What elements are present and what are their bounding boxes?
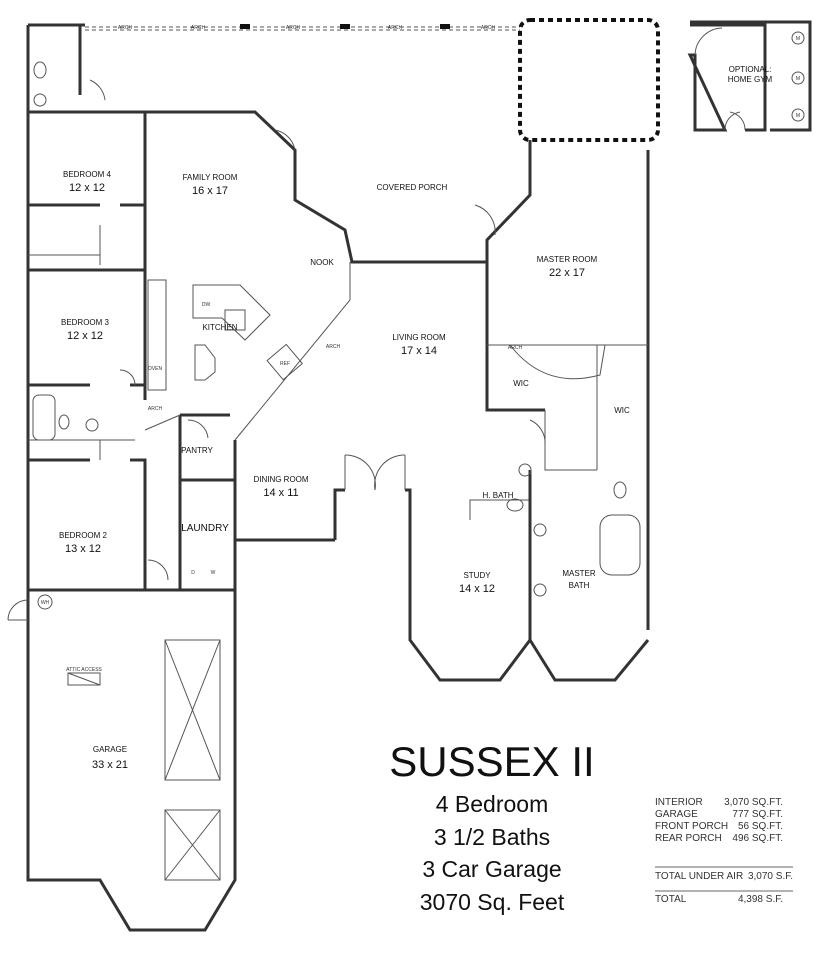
refrigerator-label: REF [280, 361, 290, 367]
area-value: 3,070 SQ.FT. [724, 797, 783, 808]
water-heater-label: WH [41, 600, 50, 606]
wic-label: WIC [614, 406, 630, 415]
master-bath-label: MASTER [562, 569, 596, 578]
pantry-label: PANTRY [181, 446, 213, 455]
machine-label: M [796, 113, 800, 119]
dishwasher-label: DW [202, 302, 211, 308]
living-room-label: LIVING ROOM [392, 333, 446, 342]
total-label: TOTAL [655, 894, 687, 905]
area-value: 777 SQ.FT. [732, 809, 783, 820]
plan-bedrooms: 4 Bedroom [436, 791, 549, 817]
bedroom2-size: 13 x 12 [65, 543, 101, 555]
plan-name: SUSSEX II [389, 738, 594, 785]
living-room-size: 17 x 14 [401, 345, 437, 357]
total-under-air-label: TOTAL UNDER AIR [655, 871, 743, 882]
garage-label: GARAGE [93, 745, 127, 754]
half-bath-label: H. BATH [483, 491, 514, 500]
area-label: INTERIOR [655, 797, 703, 808]
walls [7, 20, 812, 932]
arch-label: ARCH [191, 25, 206, 31]
family-room-size: 16 x 17 [192, 185, 228, 197]
machine-label: M [796, 76, 800, 82]
family-room-label: FAMILY ROOM [183, 173, 238, 182]
master-bath-label-2: BATH [569, 581, 590, 590]
arch-label: ARCH [326, 344, 341, 350]
arch-label: ARCH [508, 345, 523, 351]
area-value: 56 SQ.FT. [738, 821, 783, 832]
area-label: GARAGE [655, 809, 698, 820]
area-label: FRONT PORCH [655, 821, 728, 832]
arch-label: ARCH [148, 406, 163, 412]
master-room-size: 22 x 17 [549, 267, 585, 279]
dining-room-label: DINING ROOM [253, 475, 308, 484]
area-table: INTERIOR 3,070 SQ.FT. GARAGE 777 SQ.FT. … [655, 797, 793, 905]
arch-label: ARCH [481, 25, 496, 31]
garage-size: 33 x 21 [92, 759, 128, 771]
plan-baths: 3 1/2 Baths [434, 824, 550, 850]
bedroom3-label: BEDROOM 3 [61, 318, 110, 327]
arch-label: ARCH [388, 25, 403, 31]
washer-label: W [211, 570, 216, 576]
wic-label: WIC [513, 379, 529, 388]
plan-garage: 3 Car Garage [422, 856, 561, 882]
nook-label: NOOK [310, 258, 334, 267]
arch-label: ARCH [118, 25, 133, 31]
total-under-air-value: 3,070 S.F. [748, 871, 793, 882]
study-label: STUDY [463, 571, 491, 580]
home-gym-label: OPTIONAL: [729, 65, 772, 74]
dining-room-size: 14 x 11 [263, 487, 298, 499]
covered-porch-label: COVERED PORCH [377, 183, 448, 192]
area-value: 496 SQ.FT. [732, 833, 783, 844]
home-gym-label-2: HOME GYM [728, 75, 773, 84]
optional-porch-extension [518, 18, 660, 142]
bedroom4-label: BEDROOM 4 [63, 170, 112, 179]
arch-label: ARCH [286, 25, 301, 31]
dryer-label: D [191, 570, 195, 576]
kitchen-label: KITCHEN [202, 323, 237, 332]
laundry-label: LAUNDRY [181, 523, 229, 534]
master-room-label: MASTER ROOM [537, 255, 598, 264]
bedroom4-size: 12 x 12 [69, 182, 105, 194]
attic-access-label: ATTIC ACCESS [66, 667, 102, 673]
plan-sqft: 3070 Sq. Feet [420, 889, 565, 915]
oven-label: OVEN [148, 366, 163, 372]
bedroom3-size: 12 x 12 [67, 330, 103, 342]
area-label: REAR PORCH [655, 833, 722, 844]
machine-label: M [796, 36, 800, 42]
total-value: 4,398 S.F. [738, 894, 783, 905]
bedroom2-label: BEDROOM 2 [59, 531, 108, 540]
study-size: 14 x 12 [459, 583, 495, 595]
